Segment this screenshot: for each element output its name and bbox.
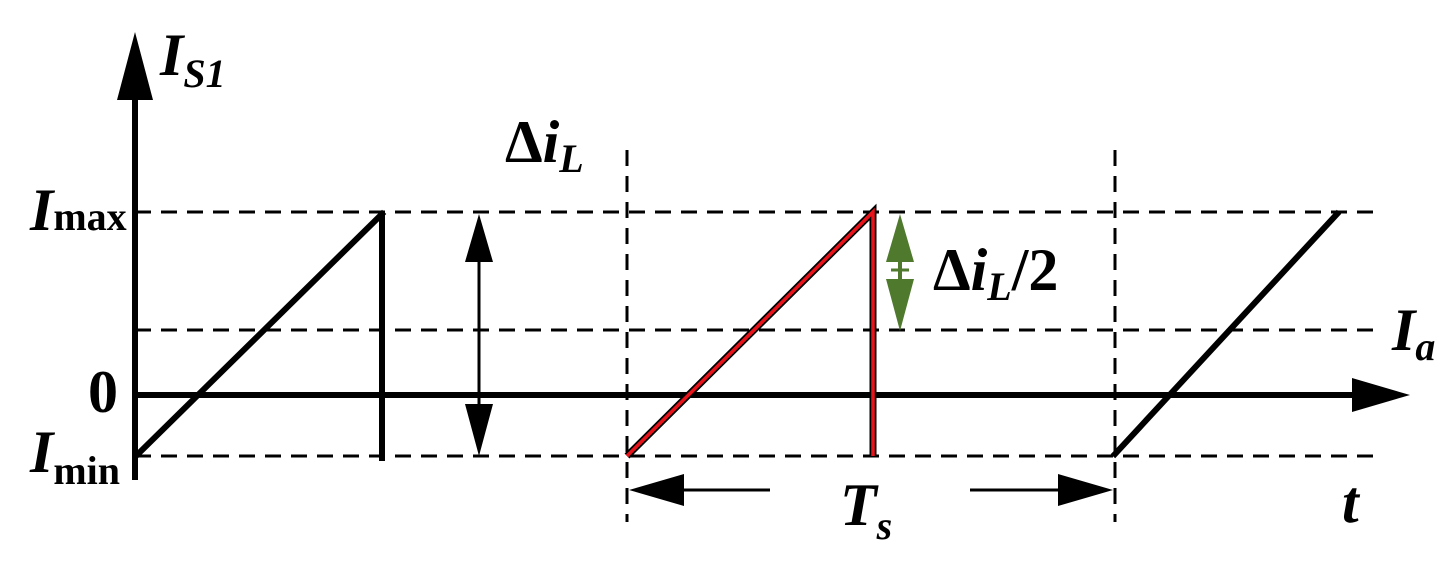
ripple-label: ΔiL [505,109,584,181]
y-axis-label: IS1 [159,22,226,96]
x-axis-label: t [1342,469,1361,535]
ramp-segment-1 [133,209,387,459]
dashed-guides [135,150,1380,522]
ramp-segment-3 [1110,209,1342,459]
ripple-arrow-down [465,404,493,456]
imax-label: Imax [29,177,127,243]
x-axis-arrowhead [1352,378,1410,412]
axes [117,32,1410,480]
highlighted-period [624,203,877,459]
ripple-arrow-up [465,214,493,262]
imin-label: Imin [29,419,120,493]
half-ripple-label: ΔiL/2 [933,237,1058,309]
period-arrow-left [629,474,684,506]
period-arrow-right [1058,474,1113,506]
half-ripple-arrow-down [886,279,914,331]
waveform [133,209,1342,461]
period-arrows [629,474,1113,506]
zero-label: 0 [88,359,118,425]
y-axis-arrowhead [117,32,153,100]
highlighted-ramp-red [625,207,875,458]
labels: IS1 Imax 0 Imin ΔiL ΔiL/2 Ia t Ts [29,22,1435,548]
half-ripple-arrow-up [886,214,914,262]
period-label: Ts [840,472,892,548]
ripple-double-arrow [465,214,493,456]
average-current-label: Ia [1391,297,1435,369]
half-ripple-arrow [886,214,914,331]
